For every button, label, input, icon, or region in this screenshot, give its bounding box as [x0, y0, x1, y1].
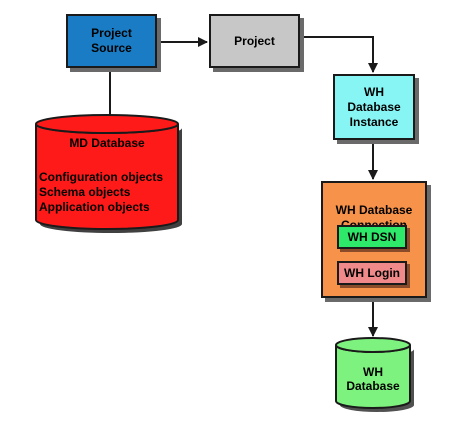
md-database-shape — [35, 114, 182, 233]
wh-database-cylinder: WH Database — [333, 335, 414, 412]
md-object-item: Schema objects — [39, 185, 131, 199]
md-object-item: Configuration objects — [39, 170, 163, 184]
arrow-project-to-instance — [302, 36, 378, 73]
wh-database-label: WH Database — [346, 365, 400, 393]
wh-login-node: WH Login — [337, 261, 407, 285]
md-database-title: MD Database — [69, 136, 145, 150]
wh-database-shape — [335, 337, 414, 412]
project-node: Project — [209, 14, 300, 68]
wh-database-instance-node: WH Database Instance — [333, 74, 415, 140]
md-database-object-list: Configuration objects Schema objects App… — [39, 170, 163, 215]
project-source-node: Project Source — [66, 14, 157, 68]
wh-database-connection-node: WH Database Connection WH DSN WH Login — [321, 181, 427, 298]
md-database-cylinder: MD Database Configuration objects Schema… — [32, 112, 182, 233]
wh-dsn-node: WH DSN — [337, 225, 407, 249]
md-object-item: Application objects — [39, 200, 150, 214]
